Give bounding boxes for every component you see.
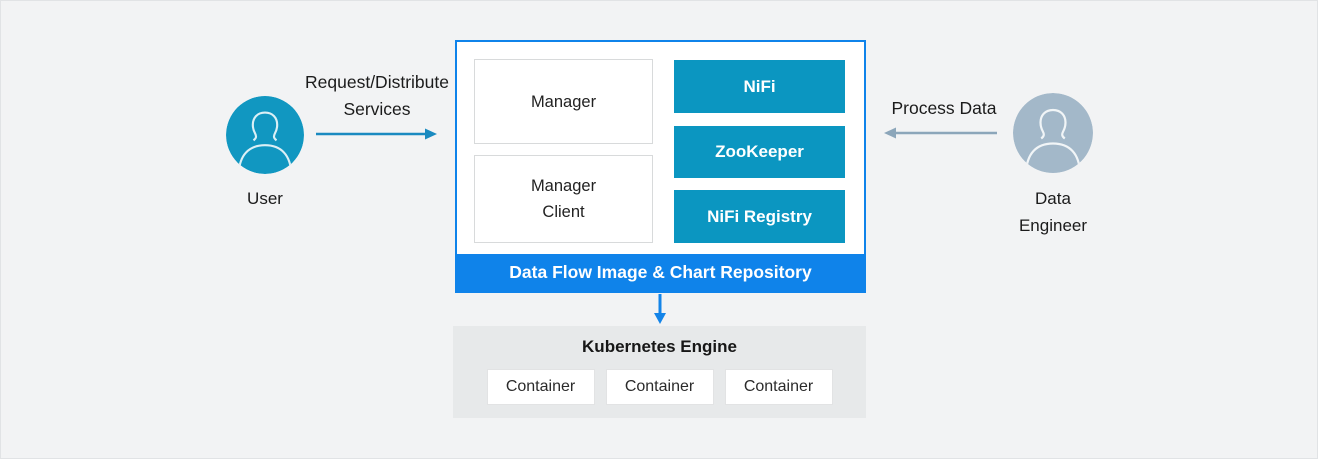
manager-client-label: Manager Client <box>531 173 596 225</box>
kubernetes-box: Kubernetes Engine Container Container Co… <box>453 326 866 418</box>
engineer-label: Data Engineer <box>1003 185 1103 239</box>
container-box-2: Container <box>605 369 714 405</box>
manager-client-line1: Manager <box>530 177 597 195</box>
manager-client-box: Manager Client <box>474 155 653 243</box>
container-box-1: Container <box>486 369 595 405</box>
containers-row: Container Container Container <box>453 369 866 405</box>
arrow-down-icon <box>654 294 666 324</box>
service-nifi-registry: NiFi Registry <box>674 190 845 243</box>
request-flow-line2: Services <box>343 99 411 119</box>
engineer-avatar person-icon <box>1013 93 1093 173</box>
service-nifi: NiFi <box>674 60 845 113</box>
process-flow-label: Process Data <box>891 98 997 118</box>
manager-label: Manager <box>530 92 597 111</box>
request-flow-line1: Request/Distribute <box>305 72 449 92</box>
request-flow-label: Request/Distribute Services <box>297 69 457 123</box>
platform-box: Manager Manager Client NiFi ZooKeeper Ni… <box>455 40 866 293</box>
repository-bar: Data Flow Image & Chart Repository <box>457 254 864 291</box>
kubernetes-title: Kubernetes Engine <box>582 337 737 356</box>
engineer-label-line2: Engineer <box>1018 216 1088 235</box>
arrow-left-icon <box>884 127 997 139</box>
manager-client-line2: Client <box>542 203 585 221</box>
user-avatar person-icon <box>226 96 304 174</box>
service-zookeeper: ZooKeeper <box>674 126 845 178</box>
manager-box: Manager <box>474 59 653 144</box>
user-label: User <box>247 189 283 208</box>
container-box-3: Container <box>724 369 833 405</box>
arrow-right-icon <box>316 128 437 140</box>
engineer-label-line1: Data <box>1035 189 1071 208</box>
